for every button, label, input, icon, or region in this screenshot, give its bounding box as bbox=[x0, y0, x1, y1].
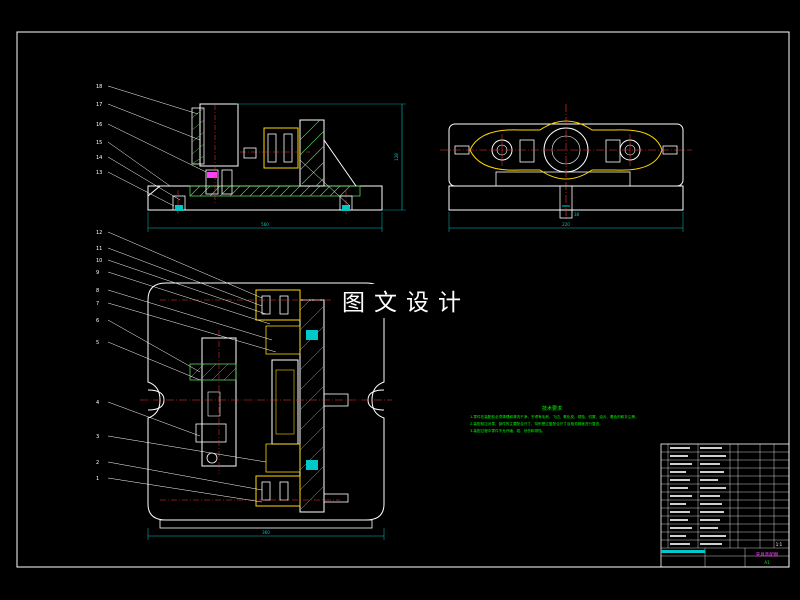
balloon-14: 14 bbox=[96, 155, 102, 161]
support-column bbox=[299, 119, 325, 187]
base-flange bbox=[147, 185, 161, 210]
front-view-leaders bbox=[107, 85, 351, 207]
drawing-border bbox=[16, 31, 790, 568]
side-view-width-dim: 220 bbox=[562, 222, 570, 227]
watermark-text: 图文设计 bbox=[342, 290, 470, 316]
balloon-2: 2 bbox=[96, 460, 99, 466]
front-view-balloon-labels: 18 17 16 15 14 13 bbox=[96, 84, 102, 176]
watermark-backdrop bbox=[332, 284, 480, 318]
balloon-3: 3 bbox=[96, 434, 99, 440]
balloon-17: 17 bbox=[96, 102, 102, 108]
front-elevation-view: 560 128 18 17 16 15 14 13 bbox=[96, 84, 406, 232]
side-view: 220 38 bbox=[440, 104, 692, 232]
plan-view-width-dim: 360 bbox=[262, 530, 270, 535]
balloon-18: 18 bbox=[96, 84, 102, 90]
clamp-plate bbox=[199, 103, 239, 167]
side-view-center-dim: 38 bbox=[574, 212, 580, 217]
balloon-13: 13 bbox=[96, 170, 102, 176]
balloon-9: 9 bbox=[96, 270, 99, 276]
tech-req-line-1: 1.零件在装配前必须清理和清洗干净，不得有毛刺、飞边、氧化皮、锈蚀、切屑、油污、… bbox=[470, 414, 639, 419]
technical-requirements: 技术要求 1.零件在装配前必须清理和清洗干净，不得有毛刺、飞边、氧化皮、锈蚀、切… bbox=[470, 405, 639, 433]
title-block-drawing-name: 夹具装配图 bbox=[756, 551, 779, 558]
balloon-15: 15 bbox=[96, 140, 102, 146]
plan-view: 360 12 11 10 9 8 7 6 5 4 3 2 bbox=[96, 230, 392, 540]
balloon-16: 16 bbox=[96, 122, 102, 128]
balloon-10: 10 bbox=[96, 258, 102, 264]
balloon-12: 12 bbox=[96, 230, 102, 236]
balloon-6: 6 bbox=[96, 318, 99, 324]
balloon-8: 8 bbox=[96, 288, 99, 294]
plan-view-balloon-labels: 12 11 10 9 8 7 6 5 4 3 2 1 bbox=[96, 230, 102, 482]
upper-clamp bbox=[255, 289, 301, 321]
tech-req-line-3: 3.装配过程中零件不允许磕、碰、划伤和锈蚀。 bbox=[470, 428, 545, 433]
title-block: 夹具装配图 1:1 A1 bbox=[660, 443, 790, 568]
front-view-width-dim: 560 bbox=[261, 222, 269, 227]
balloon-4: 4 bbox=[96, 400, 99, 406]
balloon-7: 7 bbox=[96, 301, 99, 307]
lower-clamp bbox=[255, 475, 301, 507]
base-hatch bbox=[189, 185, 351, 197]
tech-req-line-2: 2.装配前应对零、部件的主要配合尺寸，特别是过盈配合尺寸及相关精度进行复查。 bbox=[470, 421, 603, 426]
front-view-height-dim: 128 bbox=[394, 153, 399, 161]
workpiece-body bbox=[263, 127, 299, 169]
title-block-sheet: A1 bbox=[764, 560, 770, 565]
tech-req-title: 技术要求 bbox=[542, 405, 562, 412]
plan-base-outline bbox=[147, 282, 385, 521]
balloon-11: 11 bbox=[96, 246, 102, 252]
title-block-scale: 1:1 bbox=[776, 542, 783, 547]
balloon-1: 1 bbox=[96, 476, 99, 482]
balloon-5: 5 bbox=[96, 340, 99, 346]
plan-view-leaders bbox=[107, 231, 277, 503]
support-rib bbox=[323, 139, 357, 187]
